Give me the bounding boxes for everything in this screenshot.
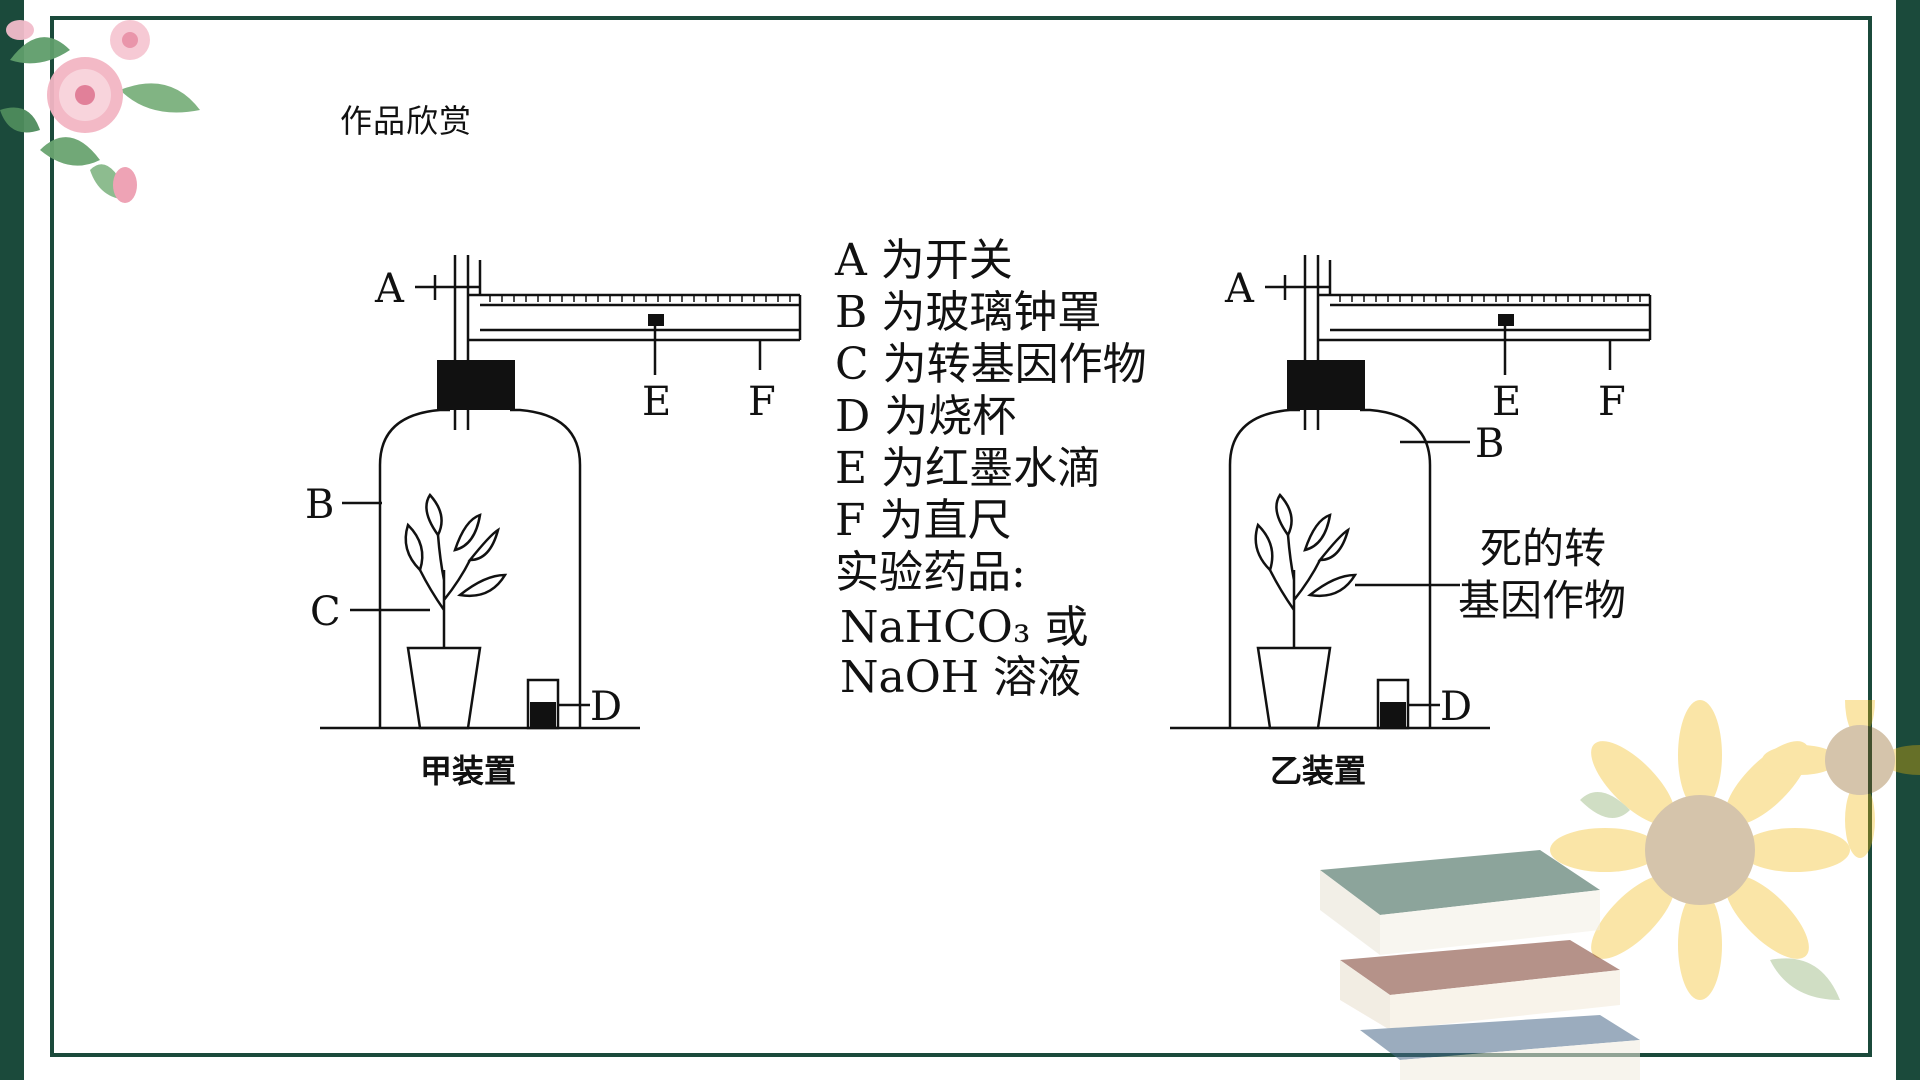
legend-line-5: E 为红墨水滴 bbox=[835, 443, 1101, 494]
ruler-ticks-right bbox=[1339, 295, 1641, 302]
right-border-band bbox=[1896, 0, 1920, 1080]
label-c-left: C bbox=[310, 589, 341, 635]
stopper-right bbox=[1287, 360, 1365, 410]
books-decoration-icon bbox=[1320, 850, 1640, 1080]
label-e-right: E bbox=[1492, 379, 1521, 425]
legend-line-6: F 为直尺 bbox=[835, 495, 1012, 546]
label-a-right: A bbox=[1224, 266, 1255, 312]
caption-right: 乙装置 bbox=[1270, 752, 1366, 790]
label-b-left: B bbox=[305, 482, 334, 528]
legend-line-4: D 为烧杯 bbox=[835, 391, 1016, 442]
beaker-liquid-left bbox=[530, 702, 556, 728]
legend-line-8: NaHCO₃ 或 bbox=[840, 602, 1088, 653]
caption-left: 甲装置 bbox=[420, 752, 516, 790]
slide-title: 作品欣赏 bbox=[340, 102, 473, 140]
legend-line-9: NaOH 溶液 bbox=[840, 652, 1081, 703]
label-b-right: B bbox=[1475, 421, 1504, 467]
label-f-left: F bbox=[748, 379, 776, 425]
experiment-diagram: A B C D E F 甲装置 A 为开关 B 为玻璃钟罩 C 为转基因作物 D… bbox=[305, 235, 1652, 790]
label-f-right: F bbox=[1598, 379, 1626, 425]
left-border-band bbox=[0, 0, 24, 1080]
sunflower-decoration-icon bbox=[1320, 700, 1920, 1080]
plant-note-line-1: 死的转 bbox=[1480, 524, 1606, 573]
label-d-right: D bbox=[1440, 684, 1472, 730]
apparatus-left bbox=[320, 255, 802, 730]
legend-line-7: 实验药品: bbox=[835, 547, 1026, 598]
legend-line-3: C 为转基因作物 bbox=[835, 339, 1147, 390]
legend: A 为开关 B 为玻璃钟罩 C 为转基因作物 D 为烧杯 E 为红墨水滴 F 为… bbox=[834, 235, 1147, 703]
plant-note-line-2: 基因作物 bbox=[1458, 576, 1626, 625]
label-a-left: A bbox=[374, 266, 405, 312]
slide-frame bbox=[50, 16, 1872, 1057]
apparatus-right bbox=[1170, 255, 1652, 730]
ink-drop-left bbox=[648, 314, 664, 326]
beaker-liquid-right bbox=[1380, 702, 1406, 728]
ink-drop-right bbox=[1498, 314, 1514, 326]
ruler-ticks-left bbox=[489, 295, 791, 302]
stopper-left bbox=[437, 360, 515, 410]
label-d-left: D bbox=[590, 684, 622, 730]
flower-decoration-icon bbox=[0, 20, 200, 203]
legend-line-1: A 为开关 bbox=[834, 235, 1013, 286]
legend-line-2: B 为玻璃钟罩 bbox=[835, 287, 1101, 338]
label-e-left: E bbox=[642, 379, 671, 425]
